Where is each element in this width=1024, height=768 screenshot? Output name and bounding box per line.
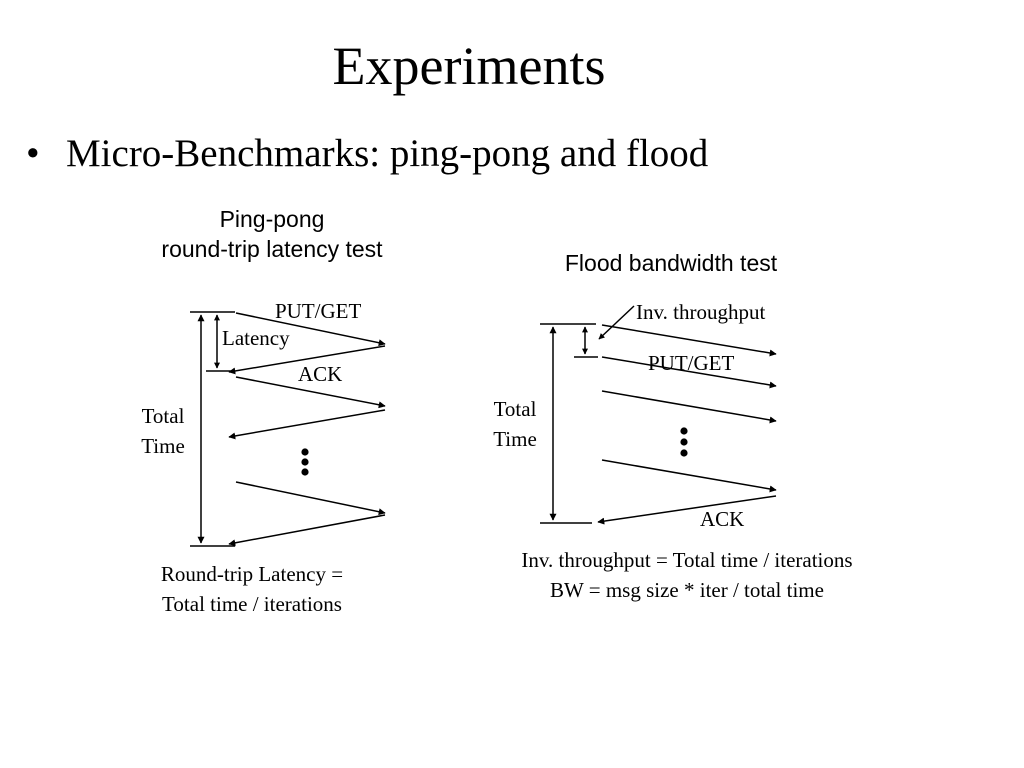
fl-total-line2: Time: [493, 427, 537, 451]
pp-message-arrow: [235, 481, 386, 516]
fl-formula: Inv. throughput = Total time / iteration…: [467, 545, 907, 605]
pp-total-time-label: Total Time: [126, 401, 200, 461]
pp-message-arrow: [228, 514, 386, 547]
fl-formula-line1: Inv. throughput = Total time / iteration…: [521, 548, 853, 572]
pp-put-get-label: PUT/GET: [275, 299, 362, 323]
fl-message-arrow: [601, 324, 777, 357]
slide-title: Experiments: [332, 36, 606, 96]
pingpong-diagram: [190, 311, 386, 547]
fl-message-arrow: [601, 390, 777, 424]
pp-formula: Round-trip Latency = Total time / iterat…: [112, 559, 392, 619]
fl-message-arrow: [601, 356, 777, 389]
fl-ack-label: ACK: [700, 507, 745, 531]
pp-formula-line1: Round-trip Latency =: [160, 562, 344, 586]
flood-diagram: [540, 305, 777, 525]
pp-message-arrow: [235, 376, 386, 409]
pp-total-line2: Time: [141, 434, 185, 458]
pp-message-arrow: [228, 409, 386, 440]
pp-caption: Ping-pong round-trip latency test: [122, 204, 422, 264]
pp-formula-line2: Total time / iterations: [162, 592, 342, 616]
bullet-symbol: •: [26, 132, 40, 175]
bullet-item: • Micro-Benchmarks: ping-pong and flood: [26, 127, 708, 181]
pp-latency-label: Latency: [222, 326, 290, 350]
pp-ellipsis: [301, 448, 309, 476]
fl-inv-throughput-label: Inv. throughput: [636, 300, 766, 324]
pp-caption-line1: Ping-pong: [219, 206, 325, 232]
fl-message-arrow: [601, 459, 777, 493]
pp-caption-line2: round-trip latency test: [161, 236, 383, 262]
pp-total-line1: Total: [141, 404, 185, 428]
fl-ack-arrow: [597, 495, 777, 525]
pp-message-arrow: [235, 312, 386, 347]
fl-callout-arrow: [598, 305, 635, 340]
bullet-text: Micro-Benchmarks: ping-pong and flood: [66, 132, 709, 175]
fl-formula-line2: BW = msg size * iter / total time: [550, 578, 824, 602]
pp-message-arrow: [228, 345, 386, 375]
fl-ellipsis: [680, 427, 688, 457]
pp-ack-label: ACK: [298, 362, 343, 386]
fl-caption: Flood bandwidth test: [564, 250, 778, 276]
fl-total-line1: Total: [493, 397, 537, 421]
fl-put-get-label: PUT/GET: [648, 351, 735, 375]
fl-total-time-label: Total Time: [478, 394, 552, 454]
